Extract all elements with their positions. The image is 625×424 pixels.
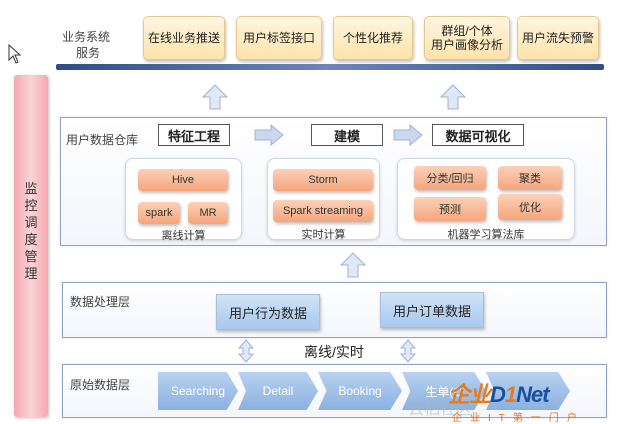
data-processing-layer [62, 282, 607, 338]
detail-step: Detail [238, 372, 318, 410]
service-personalized-recommend: 个性化推荐 [333, 16, 413, 60]
monitoring-scheduling-bar [14, 75, 48, 417]
service-online-push: 在线业务推送 [143, 16, 225, 60]
optimization-pill: 优化 [498, 194, 562, 220]
order-step: 生单(O [402, 372, 486, 410]
watermark-logo: 企业D1Net [448, 382, 550, 407]
right-arrow-icon [393, 124, 423, 146]
service-churn-warning: 用户流失预警 [517, 16, 599, 60]
service-layer-bar [56, 64, 604, 70]
service-user-profile-analysis: 群组/个体 用户画像分析 [424, 16, 510, 60]
watermark-subtitle: 企业IT第一门户 [452, 413, 585, 424]
up-arrow-icon [238, 339, 254, 363]
ml-library-caption: 机器学习算法库 [447, 229, 525, 241]
classification-regression-pill: 分类/回归 [414, 166, 486, 190]
raw-data-label: 原始数据层 [70, 378, 131, 392]
user-behavior-data-box: 用户行为数据 [216, 294, 320, 330]
user-order-data-box: 用户订单数据 [380, 292, 484, 328]
spark-streaming-pill: Spark streaming [273, 200, 373, 222]
offline-realtime-label: 离线/实时 [304, 344, 364, 360]
clustering-pill: 聚类 [498, 166, 562, 190]
up-arrow-icon [340, 252, 366, 278]
service-user-tag-api: 用户标签接口 [236, 16, 322, 60]
processing-label: 数据处理层 [70, 295, 131, 309]
service-layer-label: 业务系统 服务 [62, 30, 111, 60]
mr-pill: MR [188, 202, 228, 224]
feature-engineering-header: 特征工程 [158, 124, 230, 146]
storm-pill: Storm [273, 169, 373, 191]
booking-step: Booking [318, 372, 402, 410]
monitoring-scheduling-label: 监 控 调 度 管 理 [24, 181, 38, 281]
prediction-pill: 预测 [414, 197, 486, 221]
realtime-compute-caption: 实时计算 [301, 229, 346, 241]
up-arrow-icon [440, 84, 466, 110]
modeling-header: 建模 [311, 124, 383, 146]
hive-pill: Hive [138, 169, 228, 191]
watermark-faint-text: 云栖社区 [408, 401, 473, 418]
spark-pill: spark [138, 202, 180, 224]
final-step [486, 372, 570, 410]
searching-step: Searching [158, 372, 238, 410]
mouse-cursor-icon [8, 44, 22, 64]
up-arrow-icon [400, 339, 416, 363]
offline-compute-caption: 离线计算 [161, 230, 206, 242]
data-visualization-header: 数据可视化 [432, 124, 524, 146]
warehouse-label: 用户数据仓库 [66, 133, 139, 147]
up-arrow-icon [202, 84, 228, 110]
right-arrow-icon [254, 124, 284, 146]
